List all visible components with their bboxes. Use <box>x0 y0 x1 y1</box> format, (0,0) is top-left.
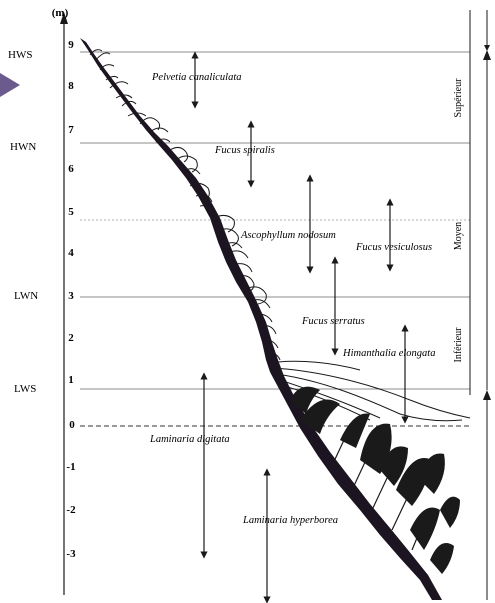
label-fucus-serratus: Fucus serratus <box>301 316 365 327</box>
label-laminaria-digitata: Laminaria digitata <box>149 434 230 445</box>
tide-level-lwn: LWN <box>14 290 38 302</box>
tick-label: 8 <box>68 80 74 92</box>
upper-algae-illustration <box>90 50 280 360</box>
label-ascophyllum: Ascophyllum nodosum <box>240 230 336 241</box>
tick-label: 9 <box>68 39 74 51</box>
label-himanthalia: Himanthalia elongata <box>342 348 435 359</box>
label-pelvetia: Pelvetia canaliculata <box>151 72 242 83</box>
tick-label: -3 <box>66 548 76 560</box>
right-axis-arrow <box>483 50 491 60</box>
tick-label: -1 <box>66 461 75 473</box>
tick-label: 6 <box>68 163 74 175</box>
tick-label: 3 <box>68 290 74 302</box>
tide-level-lws: LWS <box>14 383 36 395</box>
tide-level-hwn: HWN <box>10 141 36 153</box>
tick-label: 1 <box>68 374 74 386</box>
tick-label: 5 <box>68 206 74 218</box>
pointer-marker <box>0 73 20 97</box>
tick-label: 7 <box>68 124 74 136</box>
tick-label: 0 <box>69 419 75 431</box>
laminaria-illustration <box>290 387 460 574</box>
y-axis-unit: (m) <box>52 7 69 19</box>
zone-moyen: Moyen <box>453 222 464 250</box>
tick-label: -2 <box>66 504 76 516</box>
zone-inferieur: Inférieur <box>453 327 464 363</box>
zone-superieur: Supérieur <box>453 78 464 118</box>
tide-level-hws: HWS <box>8 49 32 61</box>
right-axis-arrow <box>483 390 491 400</box>
tick-label: 2 <box>68 332 74 344</box>
tick-label: 4 <box>68 247 74 259</box>
label-fucus-vesiculosus: Fucus vesiculosus <box>355 242 432 253</box>
label-laminaria-hyperborea: Laminaria hyperborea <box>242 515 338 526</box>
label-fucus-spiralis: Fucus spiralis <box>214 145 275 156</box>
